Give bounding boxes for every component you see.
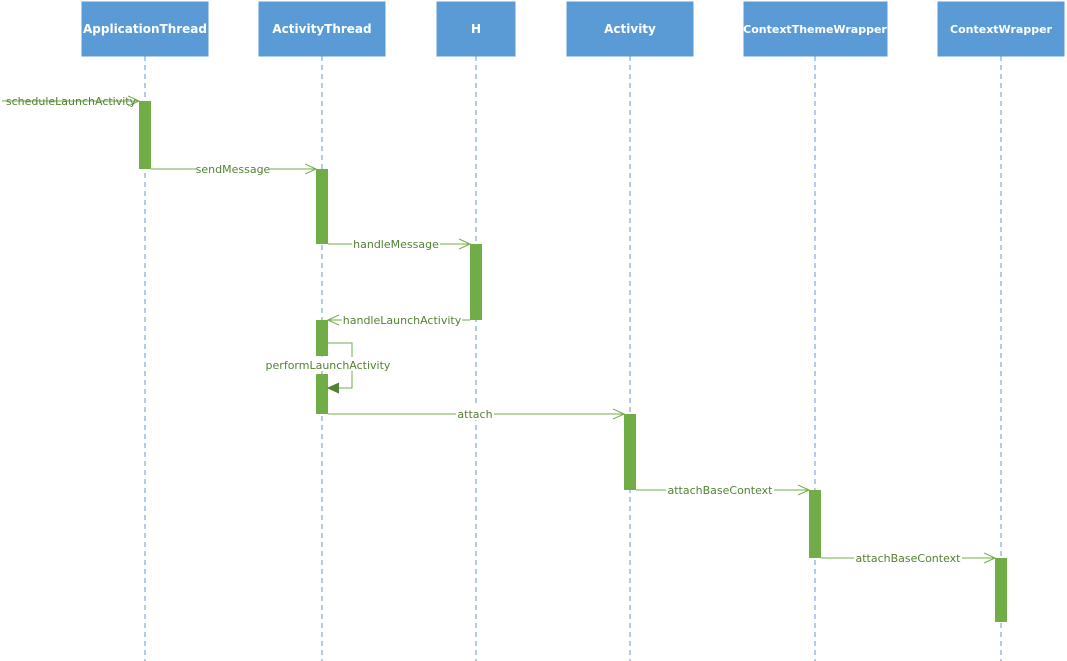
lifeline-header-context-theme-wrapper[interactable]: ContextThemeWrapper bbox=[743, 1, 888, 57]
lifeline-label-context-wrapper: ContextWrapper bbox=[950, 23, 1053, 36]
message-perform-launch-activity[interactable]: performLaunchActivity bbox=[264, 342, 392, 388]
lifeline-header-h[interactable]: H bbox=[436, 1, 516, 57]
activation-bar-context-wrapper bbox=[995, 558, 1007, 622]
lifeline-label-activity-thread: ActivityThread bbox=[272, 22, 371, 36]
lifeline-header-application-thread[interactable]: ApplicationThread bbox=[81, 1, 209, 57]
activation-bar-activity bbox=[624, 414, 636, 490]
message-schedule-launch-activity[interactable]: scheduleLaunchActivity bbox=[2, 95, 139, 108]
lifeline-label-context-theme-wrapper: ContextThemeWrapper bbox=[743, 23, 887, 36]
lifeline-header-activity-thread[interactable]: ActivityThread bbox=[258, 1, 386, 57]
message-attach-base-context-1[interactable]: attachBaseContext bbox=[636, 482, 809, 497]
lifeline-label-activity: Activity bbox=[604, 22, 656, 36]
message-label-schedule-launch-activity: scheduleLaunchActivity bbox=[6, 95, 137, 108]
message-label-attach-base-context-2: attachBaseContext bbox=[855, 552, 961, 565]
lifeline-label-h: H bbox=[471, 22, 481, 36]
message-attach-base-context-2[interactable]: attachBaseContext bbox=[821, 550, 995, 565]
activation-bar-h bbox=[470, 244, 482, 320]
activation-bar-application-thread bbox=[139, 101, 151, 169]
activation-bar-activity-thread-3 bbox=[316, 374, 328, 414]
message-label-handle-message: handleMessage bbox=[353, 238, 439, 251]
message-handle-launch-activity[interactable]: handleLaunchActivity bbox=[328, 312, 470, 327]
message-send-message[interactable]: sendMessage bbox=[151, 161, 316, 176]
message-label-attach: attach bbox=[457, 408, 492, 421]
activation-bar-context-theme-wrapper bbox=[809, 490, 821, 558]
lifeline-header-context-wrapper[interactable]: ContextWrapper bbox=[937, 1, 1065, 57]
message-label-attach-base-context-1: attachBaseContext bbox=[667, 484, 773, 497]
message-label-send-message: sendMessage bbox=[196, 163, 271, 176]
message-attach[interactable]: attach bbox=[328, 406, 624, 421]
activation-bar-activity-thread-2 bbox=[316, 320, 328, 356]
message-handle-message[interactable]: handleMessage bbox=[328, 236, 470, 251]
lifeline-header-activity[interactable]: Activity bbox=[566, 1, 694, 57]
message-label-perform-launch-activity: performLaunchActivity bbox=[266, 359, 391, 372]
message-label-handle-launch-activity: handleLaunchActivity bbox=[343, 314, 462, 327]
lifeline-label-application-thread: ApplicationThread bbox=[83, 22, 207, 36]
activation-bar-activity-thread-1 bbox=[316, 169, 328, 244]
